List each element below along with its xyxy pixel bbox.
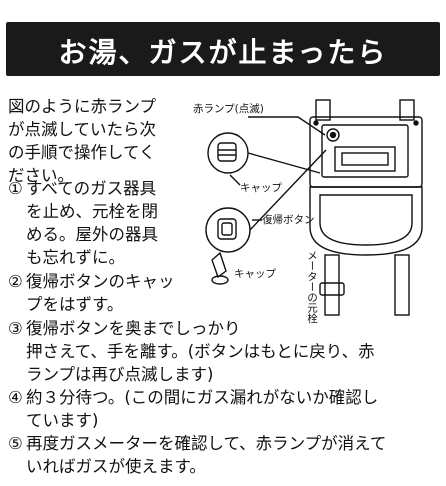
removed-cap-icon	[211, 251, 227, 279]
inlet-pipe-icon	[315, 99, 331, 121]
meter-display-icon	[334, 146, 396, 172]
step-number: ③	[8, 319, 23, 338]
step-line: 約３分待つ。(この間にガス漏れがないか確認し	[26, 388, 379, 407]
step-line: も忘れずに。	[26, 248, 125, 267]
step-line: プをはずす。	[26, 295, 124, 314]
intro-text: 図のように赤ランプ が点滅していたら次 の手順で操作してく ださい。	[8, 95, 178, 187]
red-lamp-label: 赤ランプ(点滅)	[193, 103, 264, 115]
step-line: 押さえて、手を離す。(ボタンはもとに戻り、赤	[26, 342, 375, 361]
step-line: める。屋外の器具	[26, 225, 158, 244]
valve-pipe-icon	[324, 254, 340, 316]
outlet-pipe-icon	[399, 99, 415, 121]
step-number: ②	[8, 272, 23, 291]
valve-label: メーターの元栓	[306, 250, 318, 324]
intro-line: 図のように赤ランプ	[8, 97, 157, 116]
step-number: ④	[8, 388, 23, 407]
step-line: 再度ガスメーターを確認して、赤ランプが消えて	[26, 434, 387, 453]
step-line: を止め、元栓を閉	[26, 202, 158, 221]
intro-line: が点滅していたら次	[8, 120, 157, 139]
cap-label-bottom: キャップ	[234, 268, 276, 280]
cap-label-top: キャップ	[240, 182, 282, 194]
step-line: 復帰ボタンのキャッ	[26, 272, 175, 291]
step-line: 復帰ボタンを奥までしっかり	[26, 319, 241, 338]
step-number: ⑤	[8, 434, 23, 453]
intro-line: ださい。	[8, 166, 74, 185]
intro-line: の手順で操作してく	[8, 143, 156, 162]
gas-meter-illustration	[205, 99, 423, 316]
callout-reset-icon	[205, 207, 251, 253]
reset-button-label: 復帰ボタン	[262, 214, 315, 226]
step-line: ています)	[26, 411, 99, 430]
step-line: すべてのガス器具	[26, 179, 157, 198]
callout-lamp-icon	[207, 132, 249, 174]
title-banner: お湯、ガスが止まったら	[6, 22, 440, 76]
page-title: お湯、ガスが止まったら	[58, 36, 388, 69]
outlet-lower-pipe-icon	[394, 254, 410, 316]
red-lamp-icon	[326, 128, 340, 142]
step-line: いればガスが使えます。	[26, 457, 206, 476]
step-number: ①	[8, 179, 23, 198]
valve-handle-icon	[319, 282, 345, 296]
meter-body-lower	[309, 186, 423, 256]
step-line: ランプは再び点滅します)	[26, 365, 214, 384]
